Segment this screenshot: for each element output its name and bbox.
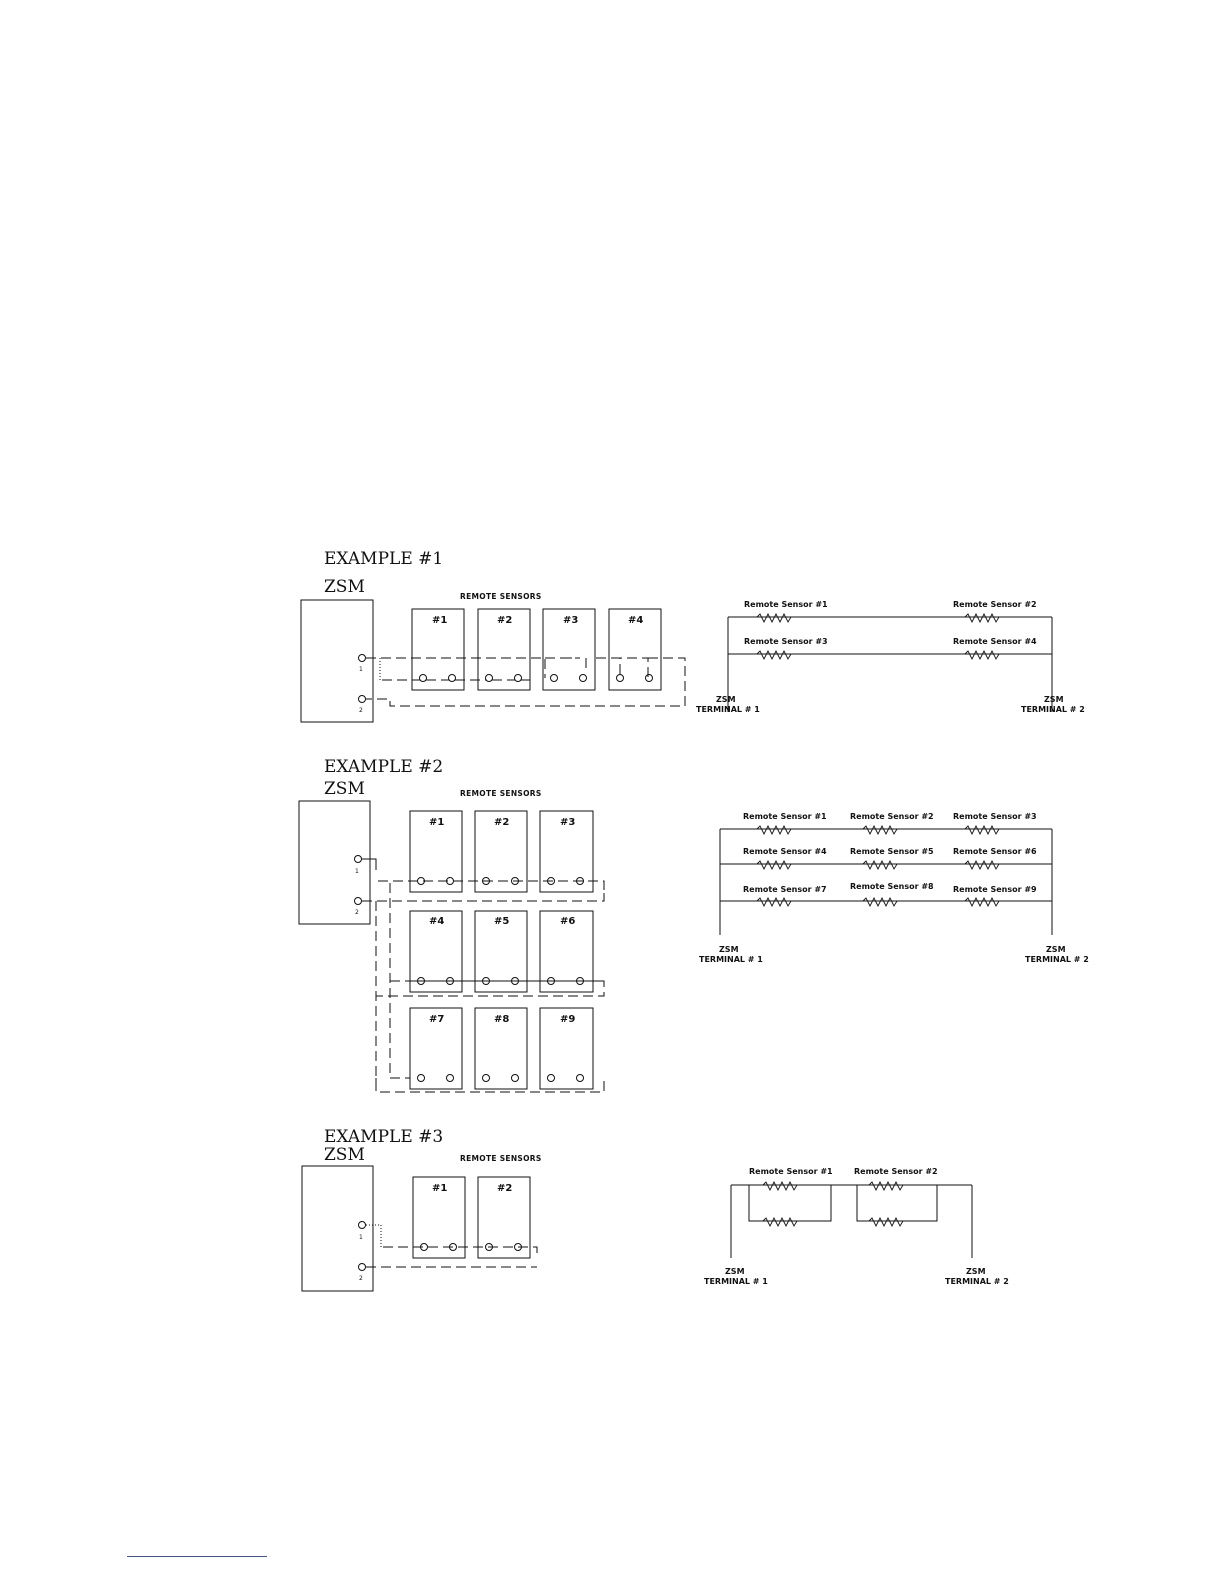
example-3-title: EXAMPLE #3 bbox=[324, 1127, 443, 1147]
example-3-zsm-terminal-2 bbox=[358, 1263, 366, 1271]
example-2-remote-sensors-header: REMOTE SENSORS bbox=[460, 789, 542, 798]
example-3-terminal-right-line-2: TERMINAL # 2 bbox=[945, 1277, 1009, 1286]
example-1-schematic-label-2: Remote Sensor #2 bbox=[953, 600, 1037, 609]
resistor-4 bbox=[964, 649, 1000, 661]
example-1-terminal-right-line-1: ZSM bbox=[1044, 695, 1064, 704]
example-2-sensor-4: #4 bbox=[409, 910, 463, 993]
example-3-terminal-right-line-1: ZSM bbox=[966, 1267, 986, 1276]
example-3-remote-sensors-header: REMOTE SENSORS bbox=[460, 1154, 542, 1163]
example-1-title: EXAMPLE #1 bbox=[324, 549, 443, 569]
example-2-sensor-9: #9 bbox=[539, 1007, 594, 1090]
example-1-terminal-left-line-2: TERMINAL # 1 bbox=[696, 705, 760, 714]
example-2-title: EXAMPLE #2 bbox=[324, 757, 443, 777]
example-2-sensor-4-label: #4 bbox=[429, 916, 444, 927]
example-2-sensor-8: #8 bbox=[474, 1007, 528, 1090]
example-1-schematic: Remote Sensor #1 Remote Sensor #2 Remote… bbox=[696, 600, 1085, 714]
example-1-zsm-terminal-2-number: 2 bbox=[359, 707, 363, 714]
example-1-zsm-module bbox=[300, 599, 374, 723]
example-3-sensor-1: #1 bbox=[412, 1176, 466, 1259]
example-2-sensor-1-label: #1 bbox=[429, 817, 444, 828]
example-2-zsm-label: ZSM bbox=[324, 779, 365, 799]
example-3-terminal-left-line-2: TERMINAL # 1 bbox=[704, 1277, 768, 1286]
example-3-zsm-terminal-1-number: 1 bbox=[359, 1234, 363, 1241]
example-3-wiring bbox=[366, 1224, 538, 1268]
example-2-terminal-right-line-2: TERMINAL # 2 bbox=[1025, 955, 1089, 964]
example-2-sensor-6-label: #6 bbox=[560, 916, 575, 927]
example-2-terminal-left-line-2: TERMINAL # 1 bbox=[699, 955, 763, 964]
example-2-schematic-label-2: Remote Sensor #2 bbox=[850, 812, 934, 821]
example-2-schematic-label-4: Remote Sensor #4 bbox=[743, 847, 827, 856]
example-1-zsm-terminal-1-number: 1 bbox=[359, 666, 363, 673]
example-2-zsm-terminal-2 bbox=[354, 897, 362, 905]
example-2-schematic-label-8: Remote Sensor #8 bbox=[850, 882, 934, 891]
example-2: EXAMPLE #2 ZSM 1 2 REMOTE SENSORS #1 #2 … bbox=[298, 757, 1089, 1093]
example-1-sensor-2: #2 bbox=[477, 608, 531, 691]
example-1-sensor-2-label: #2 bbox=[497, 615, 512, 626]
example-3-sensor-1-label: #1 bbox=[432, 1183, 447, 1194]
example-3-sensor-2-label: #2 bbox=[497, 1183, 512, 1194]
example-2-schematic-label-5: Remote Sensor #5 bbox=[850, 847, 934, 856]
example-2-sensor-1: #1 bbox=[409, 810, 463, 893]
example-3-schematic-label-2: Remote Sensor #2 bbox=[854, 1167, 938, 1176]
example-3-sensor-2: #2 bbox=[477, 1176, 531, 1259]
example-1-schematic-label-1: Remote Sensor #1 bbox=[744, 600, 828, 609]
example-2-schematic-label-7: Remote Sensor #7 bbox=[743, 885, 827, 894]
example-2-schematic-label-9: Remote Sensor #9 bbox=[953, 885, 1037, 894]
example-2-sensor-5: #5 bbox=[474, 910, 528, 993]
example-2-sensor-7-label: #7 bbox=[429, 1014, 444, 1025]
example-3: EXAMPLE #3 ZSM 1 2 REMOTE SENSORS #1 #2 bbox=[301, 1127, 1009, 1292]
example-1-schematic-label-3: Remote Sensor #3 bbox=[744, 637, 828, 646]
example-3-zsm-label: ZSM bbox=[324, 1145, 365, 1165]
example-2-schematic-label-1: Remote Sensor #1 bbox=[743, 812, 827, 821]
example-3-schematic-label-1: Remote Sensor #1 bbox=[749, 1167, 833, 1176]
example-2-zsm-module bbox=[298, 800, 371, 925]
example-2-terminal-right-line-1: ZSM bbox=[1046, 945, 1066, 954]
example-1-sensor-1: #1 bbox=[411, 608, 465, 691]
example-1-zsm-terminal-2 bbox=[358, 695, 366, 703]
example-1-sensor-4-label: #4 bbox=[628, 615, 643, 626]
example-2-sensor-2-label: #2 bbox=[494, 817, 509, 828]
example-1-wiring bbox=[366, 657, 686, 707]
example-2-sensor-5-label: #5 bbox=[494, 916, 509, 927]
example-2-sensor-2: #2 bbox=[474, 810, 528, 893]
example-1-terminal-left-line-1: ZSM bbox=[716, 695, 736, 704]
example-2-sensor-8-label: #8 bbox=[494, 1014, 509, 1025]
example-3-terminal-left-line-1: ZSM bbox=[725, 1267, 745, 1276]
example-2-wiring bbox=[362, 858, 605, 1093]
example-3-zsm-terminal-2-number: 2 bbox=[359, 1275, 363, 1282]
example-2-zsm-terminal-1-number: 1 bbox=[355, 868, 359, 875]
example-1-schematic-label-4: Remote Sensor #4 bbox=[953, 637, 1037, 646]
resistor-3 bbox=[756, 649, 792, 661]
example-2-sensor-6: #6 bbox=[539, 910, 594, 993]
example-2-schematic-label-3: Remote Sensor #3 bbox=[953, 812, 1037, 821]
example-2-terminal-left-line-1: ZSM bbox=[719, 945, 739, 954]
footer-rule bbox=[127, 1556, 267, 1557]
example-1-zsm-terminal-1 bbox=[358, 654, 366, 662]
example-2-schematic: Remote Sensor #1 Remote Sensor #2 Remote… bbox=[699, 812, 1089, 964]
example-2-zsm-terminal-1 bbox=[354, 855, 362, 863]
example-3-zsm-module bbox=[301, 1165, 374, 1292]
example-1-sensor-3-label: #3 bbox=[563, 615, 578, 626]
example-1-sensor-4: #4 bbox=[608, 608, 662, 691]
example-1-sensor-3: #3 bbox=[542, 608, 596, 691]
resistor-1 bbox=[756, 612, 792, 624]
example-2-schematic-label-6: Remote Sensor #6 bbox=[953, 847, 1037, 856]
example-3-schematic: Remote Sensor #1 Remote Sensor #2 ZSM TE… bbox=[704, 1167, 1009, 1286]
example-1-remote-sensors-header: REMOTE SENSORS bbox=[460, 592, 542, 601]
example-1-terminal-right-line-2: TERMINAL # 2 bbox=[1021, 705, 1085, 714]
example-2-sensor-7: #7 bbox=[409, 1007, 463, 1090]
example-1-sensor-1-label: #1 bbox=[432, 615, 447, 626]
example-2-sensor-9-label: #9 bbox=[560, 1014, 575, 1025]
resistor-2 bbox=[964, 612, 1000, 624]
example-2-zsm-terminal-2-number: 2 bbox=[355, 909, 359, 916]
example-2-sensor-3-label: #3 bbox=[560, 817, 575, 828]
example-1: EXAMPLE #1 ZSM 1 2 REMOTE SENSORS #1 #2 … bbox=[300, 549, 1085, 723]
example-3-zsm-terminal-1 bbox=[358, 1221, 366, 1229]
example-1-zsm-label: ZSM bbox=[324, 577, 365, 597]
example-2-sensor-3: #3 bbox=[539, 810, 594, 893]
